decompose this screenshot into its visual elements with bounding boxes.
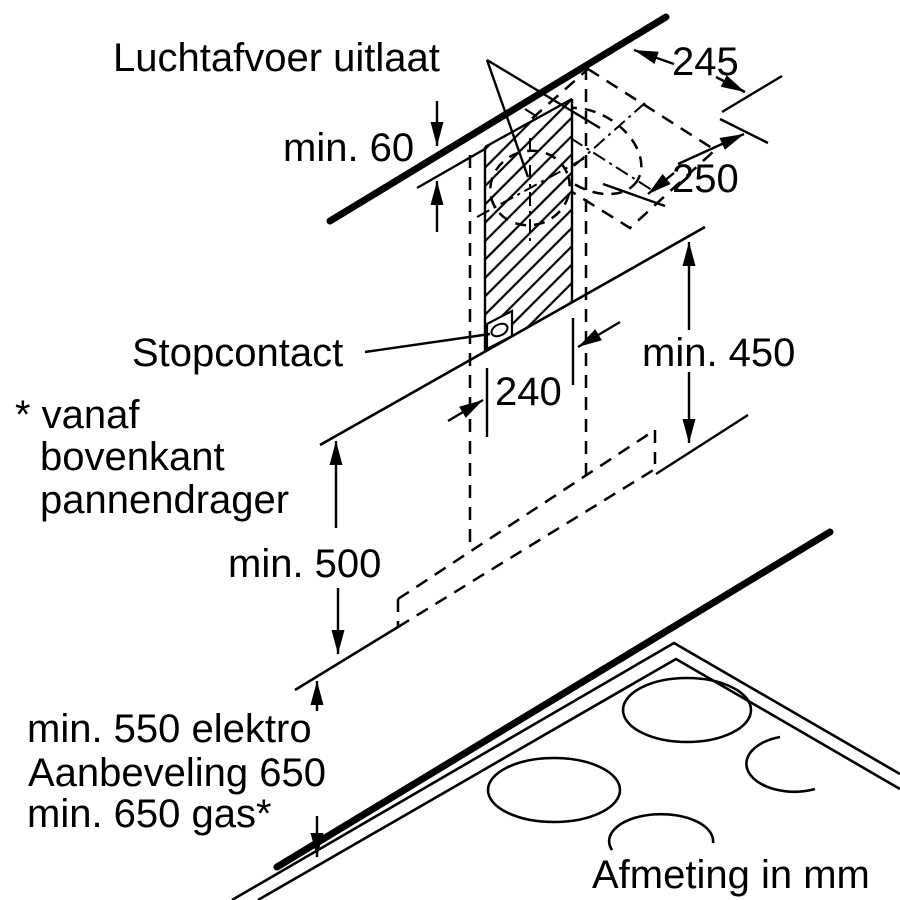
units-note-label: Afmeting in mm: [592, 853, 870, 897]
cooktop-border-inner: [257, 657, 900, 900]
panel-hole-centerline-d: [476, 157, 586, 218]
socket-pointer-line: [364, 332, 491, 354]
dim250-witness-upper: [719, 117, 769, 145]
socket-symbol-hole: [490, 322, 509, 338]
burner-back: [621, 676, 753, 744]
air-outlet-pointer-ceiling: [486, 58, 601, 130]
socket-label: Stopcontact: [132, 331, 343, 375]
dim250-arrow-left: [647, 172, 675, 195]
dim-240: [447, 318, 621, 437]
burner-front: [607, 812, 715, 851]
cooktop: [231, 528, 900, 900]
canopy-top-edge: [397, 428, 656, 601]
dim240-label: 240: [495, 370, 562, 414]
canopy-hidden-outline: [396, 67, 661, 629]
min450-witness-line: [655, 413, 749, 476]
footnote-line1: * vanaf: [15, 393, 140, 437]
dim240-arrow-right: [577, 320, 621, 349]
burner-right: [745, 735, 816, 794]
dim245-arrow-left: [633, 48, 675, 66]
duct-panel-hatch: [485, 99, 572, 351]
burner-left: [486, 756, 622, 824]
canopy-bottom-edge: [397, 464, 661, 629]
duct-panel: [476, 97, 586, 351]
dim-250: [602, 117, 769, 208]
dim245-label: 245: [672, 40, 739, 84]
dim245-witness-line: [721, 74, 783, 114]
dim-245: [633, 48, 783, 114]
footnote-line2: bovenkant: [40, 435, 225, 479]
cutout-centerline-a: [524, 108, 656, 193]
dim-min500: [329, 441, 345, 654]
duct-panel-top-edge: [484, 97, 573, 149]
ceiling-line: [326, 13, 670, 225]
dim240-arrow-left: [447, 398, 484, 423]
dim250-witness-lower: [602, 182, 666, 208]
dim250-arrow-right: [677, 132, 745, 166]
min450-label: min. 450: [642, 331, 795, 375]
clearance-recommended-label: Aanbeveling 650: [28, 751, 326, 795]
dim-min450: [655, 242, 749, 476]
ceiling-outlet-ellipse: [539, 106, 643, 196]
ceiling-cutout-outline: [497, 67, 718, 230]
clearance-electric-label: min. 550 elektro: [27, 707, 312, 751]
min60-label: min. 60: [283, 126, 414, 170]
air-outlet-pointer-panel: [485, 59, 530, 178]
min500-label: min. 500: [228, 542, 381, 586]
pan-support-line: [294, 625, 399, 692]
cooktop-back-line: [273, 528, 834, 871]
cooktop-border-outer: [231, 641, 900, 900]
hood-bottom-line: [319, 225, 706, 447]
dim250-label: 250: [672, 157, 739, 201]
footnote-line3: pannendrager: [40, 478, 289, 522]
clearance-gas-label: min. 650 gas*: [27, 792, 272, 836]
air-outlet-label: Luchtafvoer uitlaat: [113, 36, 440, 80]
dim245-arrow-right: [715, 75, 746, 94]
